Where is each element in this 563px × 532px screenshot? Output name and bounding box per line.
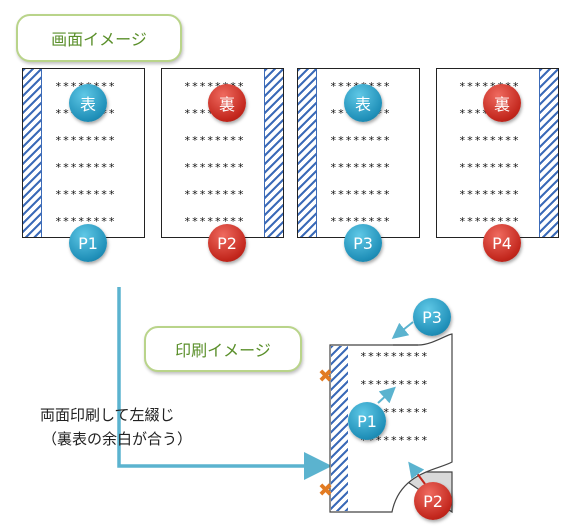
print-badge-p3: P3 xyxy=(413,298,451,336)
print-text-line: ********* xyxy=(360,378,429,391)
print-badge-p2: P2 xyxy=(414,482,452,520)
page-text-line: ******** xyxy=(459,134,520,147)
screen-page-2: ****************************************… xyxy=(161,68,284,262)
page-number-badge: P2 xyxy=(208,224,246,262)
binding-stripe xyxy=(264,69,283,237)
print-arrow-p2 xyxy=(408,461,426,485)
binding-mark-bottom-icon: ✖ xyxy=(318,480,334,501)
print-text-line: ********* xyxy=(360,350,429,363)
flow-text-line2: （裏表の余白が合う） xyxy=(42,430,193,448)
page-text-line: ******** xyxy=(184,188,245,201)
print-binding-stripe xyxy=(331,346,348,511)
page-text-line: ******** xyxy=(459,161,520,174)
print-arrow-p3 xyxy=(391,321,414,339)
side-badge: 表 xyxy=(69,84,107,122)
page-text-line: ******** xyxy=(330,188,391,201)
binding-stripe xyxy=(539,69,558,237)
print-badge-p1: P1 xyxy=(348,402,386,440)
print-text-line: ********* xyxy=(360,434,429,447)
page-text-line: ******** xyxy=(184,161,245,174)
side-badge: 裏 xyxy=(483,84,521,122)
page-number-badge: P4 xyxy=(483,224,521,262)
page-text-line: ******** xyxy=(184,134,245,147)
screen-page-4: ****************************************… xyxy=(436,68,559,262)
page-number-badge: P3 xyxy=(344,224,382,262)
side-badge: 表 xyxy=(344,84,382,122)
screen-page-1: ****************************************… xyxy=(22,68,145,262)
print-image-label-text: 印刷イメージ xyxy=(175,341,271,360)
page-text-line: ******** xyxy=(459,188,520,201)
screen-page-3: ****************************************… xyxy=(297,68,420,262)
page-number-badge: P1 xyxy=(69,224,107,262)
page-text-lines: ****************************************… xyxy=(459,80,520,242)
side-badge: 裏 xyxy=(208,84,246,122)
screen-image-label: 画面イメージ xyxy=(16,14,182,62)
binding-mark-top-icon: ✖ xyxy=(318,366,334,387)
page-text-line: ******** xyxy=(330,134,391,147)
page-text-line: ******** xyxy=(330,161,391,174)
page-text-line: ******** xyxy=(55,215,116,228)
page-text-line: ******** xyxy=(55,134,116,147)
page-text-line: ******** xyxy=(55,188,116,201)
page-text-line: ******** xyxy=(55,161,116,174)
print-image-label: 印刷イメージ xyxy=(144,326,302,372)
binding-stripe xyxy=(23,69,42,237)
screen-image-label-text: 画面イメージ xyxy=(51,30,147,49)
binding-stripe xyxy=(298,69,317,237)
page-text-line: ******** xyxy=(330,215,391,228)
flow-text-line1: 両面印刷して左綴じ xyxy=(40,406,175,424)
